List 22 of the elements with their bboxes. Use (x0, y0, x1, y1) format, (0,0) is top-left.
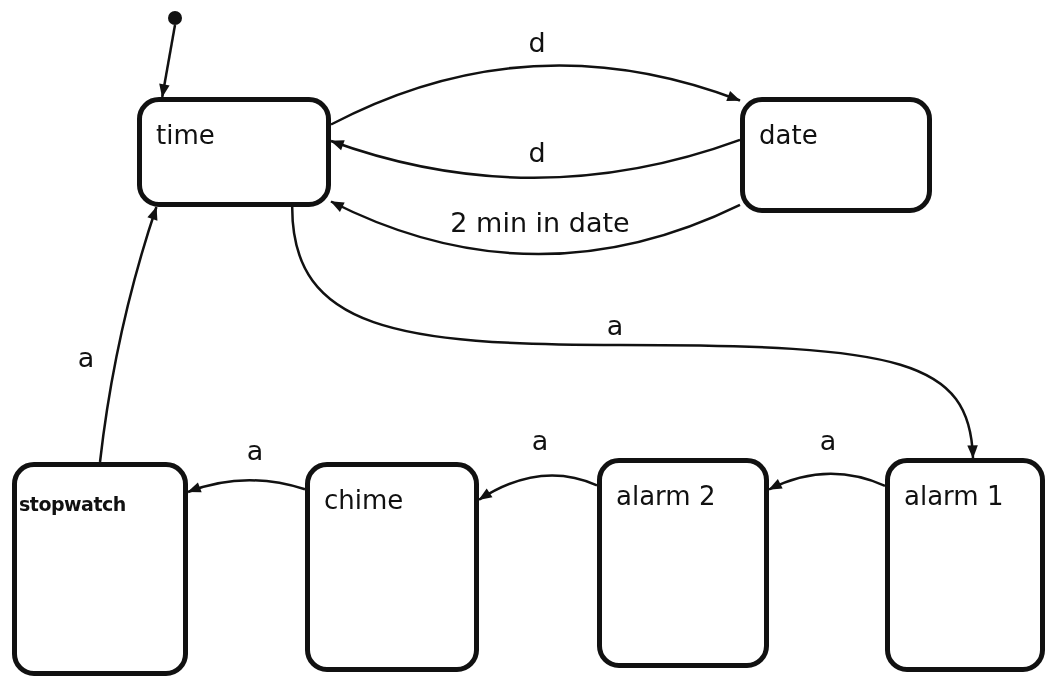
state-name: chime (324, 485, 405, 515)
state-box (885, 458, 1045, 672)
state-name: date (759, 120, 819, 150)
arrow (330, 138, 741, 179)
state-name: time (156, 120, 216, 150)
arrow (768, 472, 886, 491)
state-name: alarm 1 (904, 481, 1005, 511)
state-box (137, 97, 331, 207)
arrow (187, 479, 306, 494)
state-name: stopwatch (19, 493, 127, 515)
initial-state-dot (168, 11, 182, 25)
state-box (12, 462, 188, 676)
arrow (98, 206, 158, 463)
arrow (159, 24, 177, 98)
arrow (478, 474, 598, 501)
arrow (330, 64, 741, 126)
arrow (290, 206, 977, 459)
state-name: alarm 2 (616, 481, 717, 511)
state-box (597, 458, 769, 668)
state-box (305, 462, 479, 672)
arrow (330, 200, 741, 256)
state-box (740, 97, 932, 213)
